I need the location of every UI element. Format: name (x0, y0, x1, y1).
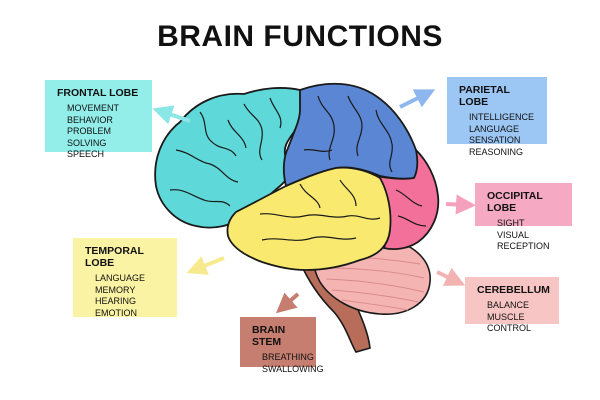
frontal-arrow (152, 105, 191, 125)
cerebellum-list: BALANCE MUSCLE CONTROL (477, 300, 549, 335)
temporal-lobe-box: TEMPORAL LOBE LANGUAGE MEMORY HEARING EM… (73, 238, 177, 319)
list-item: REASONING (469, 146, 524, 157)
list-item: EMOTION (95, 307, 137, 318)
parietal-lobe-title: PARIETAL LOBE (459, 84, 510, 108)
parietal-lobe-box: PARIETAL LOBE INTELLIGENCE LANGUAGE SENS… (447, 77, 547, 157)
frontal-lobe-list: MOVEMENT BEHAVIOR PROBLEM SOLVING SPEECH (57, 103, 142, 161)
temporal-lobe-title: TEMPORAL LOBE (85, 245, 144, 269)
list-item: MEMORY (95, 284, 136, 295)
list-item: SPEECH (67, 149, 105, 160)
list-item: SENSATION (469, 135, 521, 146)
cerebellum-arrow (436, 267, 466, 286)
occipital-gyri (395, 189, 427, 227)
list-item: BALANCE (487, 300, 530, 310)
list-item: PROBLEM SOLVING (67, 126, 112, 148)
brainstem-box: BRAIN STEM BREATHING SWALLOWING (240, 317, 324, 374)
occipital-lobe-box: OCCIPITAL LOBE SIGHT VISUAL RECEPTION (475, 183, 572, 251)
list-item: MUSCLE CONTROL (487, 311, 532, 334)
temporal-gyri (259, 179, 381, 241)
list-item: SWALLOWING (262, 363, 324, 374)
cerebellum-box: CEREBELLUM BALANCE MUSCLE CONTROL (465, 277, 559, 333)
parietal-arrow (399, 89, 436, 109)
diagram-title: BRAIN FUNCTIONS (157, 20, 443, 53)
list-item: MOVEMENT (67, 103, 120, 113)
cerebellum-title: CEREBELLUM (477, 284, 550, 296)
occipital-arrow (445, 194, 476, 215)
parietal-lobe-list: INTELLIGENCE LANGUAGE SENSATION REASONIN… (459, 112, 537, 158)
list-item: LANGUAGE (469, 123, 520, 134)
list-item: BEHAVIOR (67, 114, 113, 125)
list-item: LANGUAGE (95, 273, 146, 283)
temporal-arrow (186, 256, 225, 275)
frontal-gyri (169, 97, 282, 207)
list-item: VISUAL RECEPTION (497, 229, 550, 252)
list-item: BREATHING (262, 352, 314, 362)
occipital-lobe-title: OCCIPITAL LOBE (487, 190, 543, 214)
temporal-lobe-shape (226, 166, 392, 271)
frontal-lobe-box: FRONTAL LOBE MOVEMENT BEHAVIOR PROBLEM S… (45, 80, 152, 159)
frontal-lobe-shape (154, 87, 303, 229)
frontal-lobe-title: FRONTAL LOBE (57, 87, 139, 99)
list-item: SIGHT (497, 218, 525, 228)
brainstem-arrow (275, 292, 300, 314)
brainstem-title: BRAIN STEM (252, 324, 286, 348)
parietal-gyri (303, 95, 393, 173)
occipital-lobe-list: SIGHT VISUAL RECEPTION (487, 218, 562, 253)
brainstem-list: BREATHING SWALLOWING (252, 352, 324, 375)
list-item: INTELLIGENCE (469, 112, 535, 122)
temporal-lobe-list: LANGUAGE MEMORY HEARING EMOTION (85, 273, 167, 319)
list-item: HEARING (95, 296, 137, 307)
